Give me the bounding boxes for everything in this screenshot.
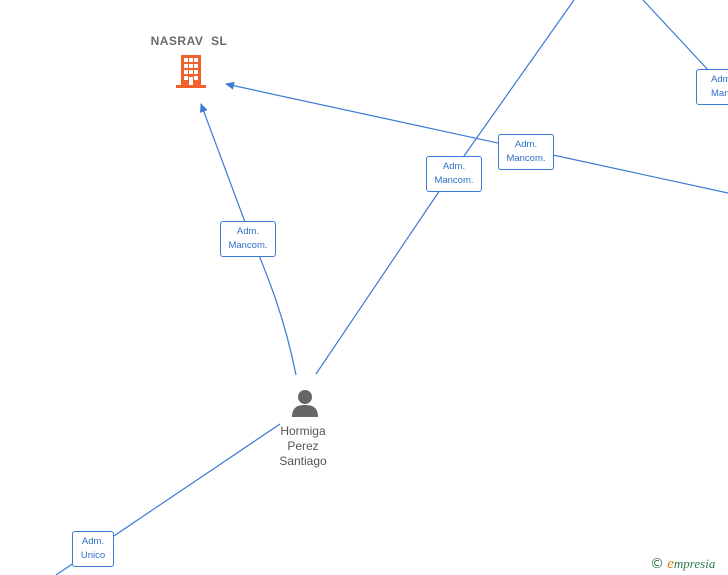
person-name-line-1: Hormiga — [280, 424, 326, 438]
empresia-watermark: © empresia — [650, 556, 715, 574]
edge-label-line: Adm. — [81, 536, 105, 547]
edge-label-adm-unico[interactable]: Adm. Unico — [72, 531, 114, 567]
edge-label-line: Mancom. — [711, 88, 728, 99]
edge-label-adm-mancom[interactable]: Adm. Mancom. — [498, 134, 554, 170]
copyright-icon: © — [650, 556, 664, 572]
edge-label-line: Mancom. — [434, 175, 474, 186]
person-name[interactable]: Hormiga Perez Santiago — [258, 424, 348, 469]
person-name-line-2: Perez — [287, 439, 319, 453]
person-name-line-3: Santiago — [279, 454, 327, 468]
edge-label-adm-mancom[interactable]: Adm. Mancom. — [220, 221, 276, 257]
edge-label-line: Mancom. — [228, 240, 268, 251]
edge-label-adm-mancom-clipped[interactable]: Adm. Mancom. — [696, 69, 728, 105]
brand-name: mpresia — [673, 556, 716, 571]
edge-offscreen-top-right — [642, 0, 711, 73]
edge-label-line: Adm. — [236, 226, 260, 237]
person-icon[interactable] — [289, 387, 321, 424]
edge-label-line: Adm. — [711, 74, 728, 85]
edge-label-line: Adm. — [442, 161, 466, 172]
brand-initial: e — [667, 556, 674, 572]
company-name[interactable]: NASRAV SL — [150, 34, 228, 48]
edge-label-line: Unico — [80, 550, 106, 561]
edge-offscreen-right-to-company — [225, 81, 728, 194]
edge-label-line: Mancom. — [506, 153, 546, 164]
edge-label-adm-mancom[interactable]: Adm. Mancom. — [426, 156, 482, 192]
edge-label-line: Adm. — [514, 139, 538, 150]
building-icon[interactable] — [174, 53, 208, 94]
